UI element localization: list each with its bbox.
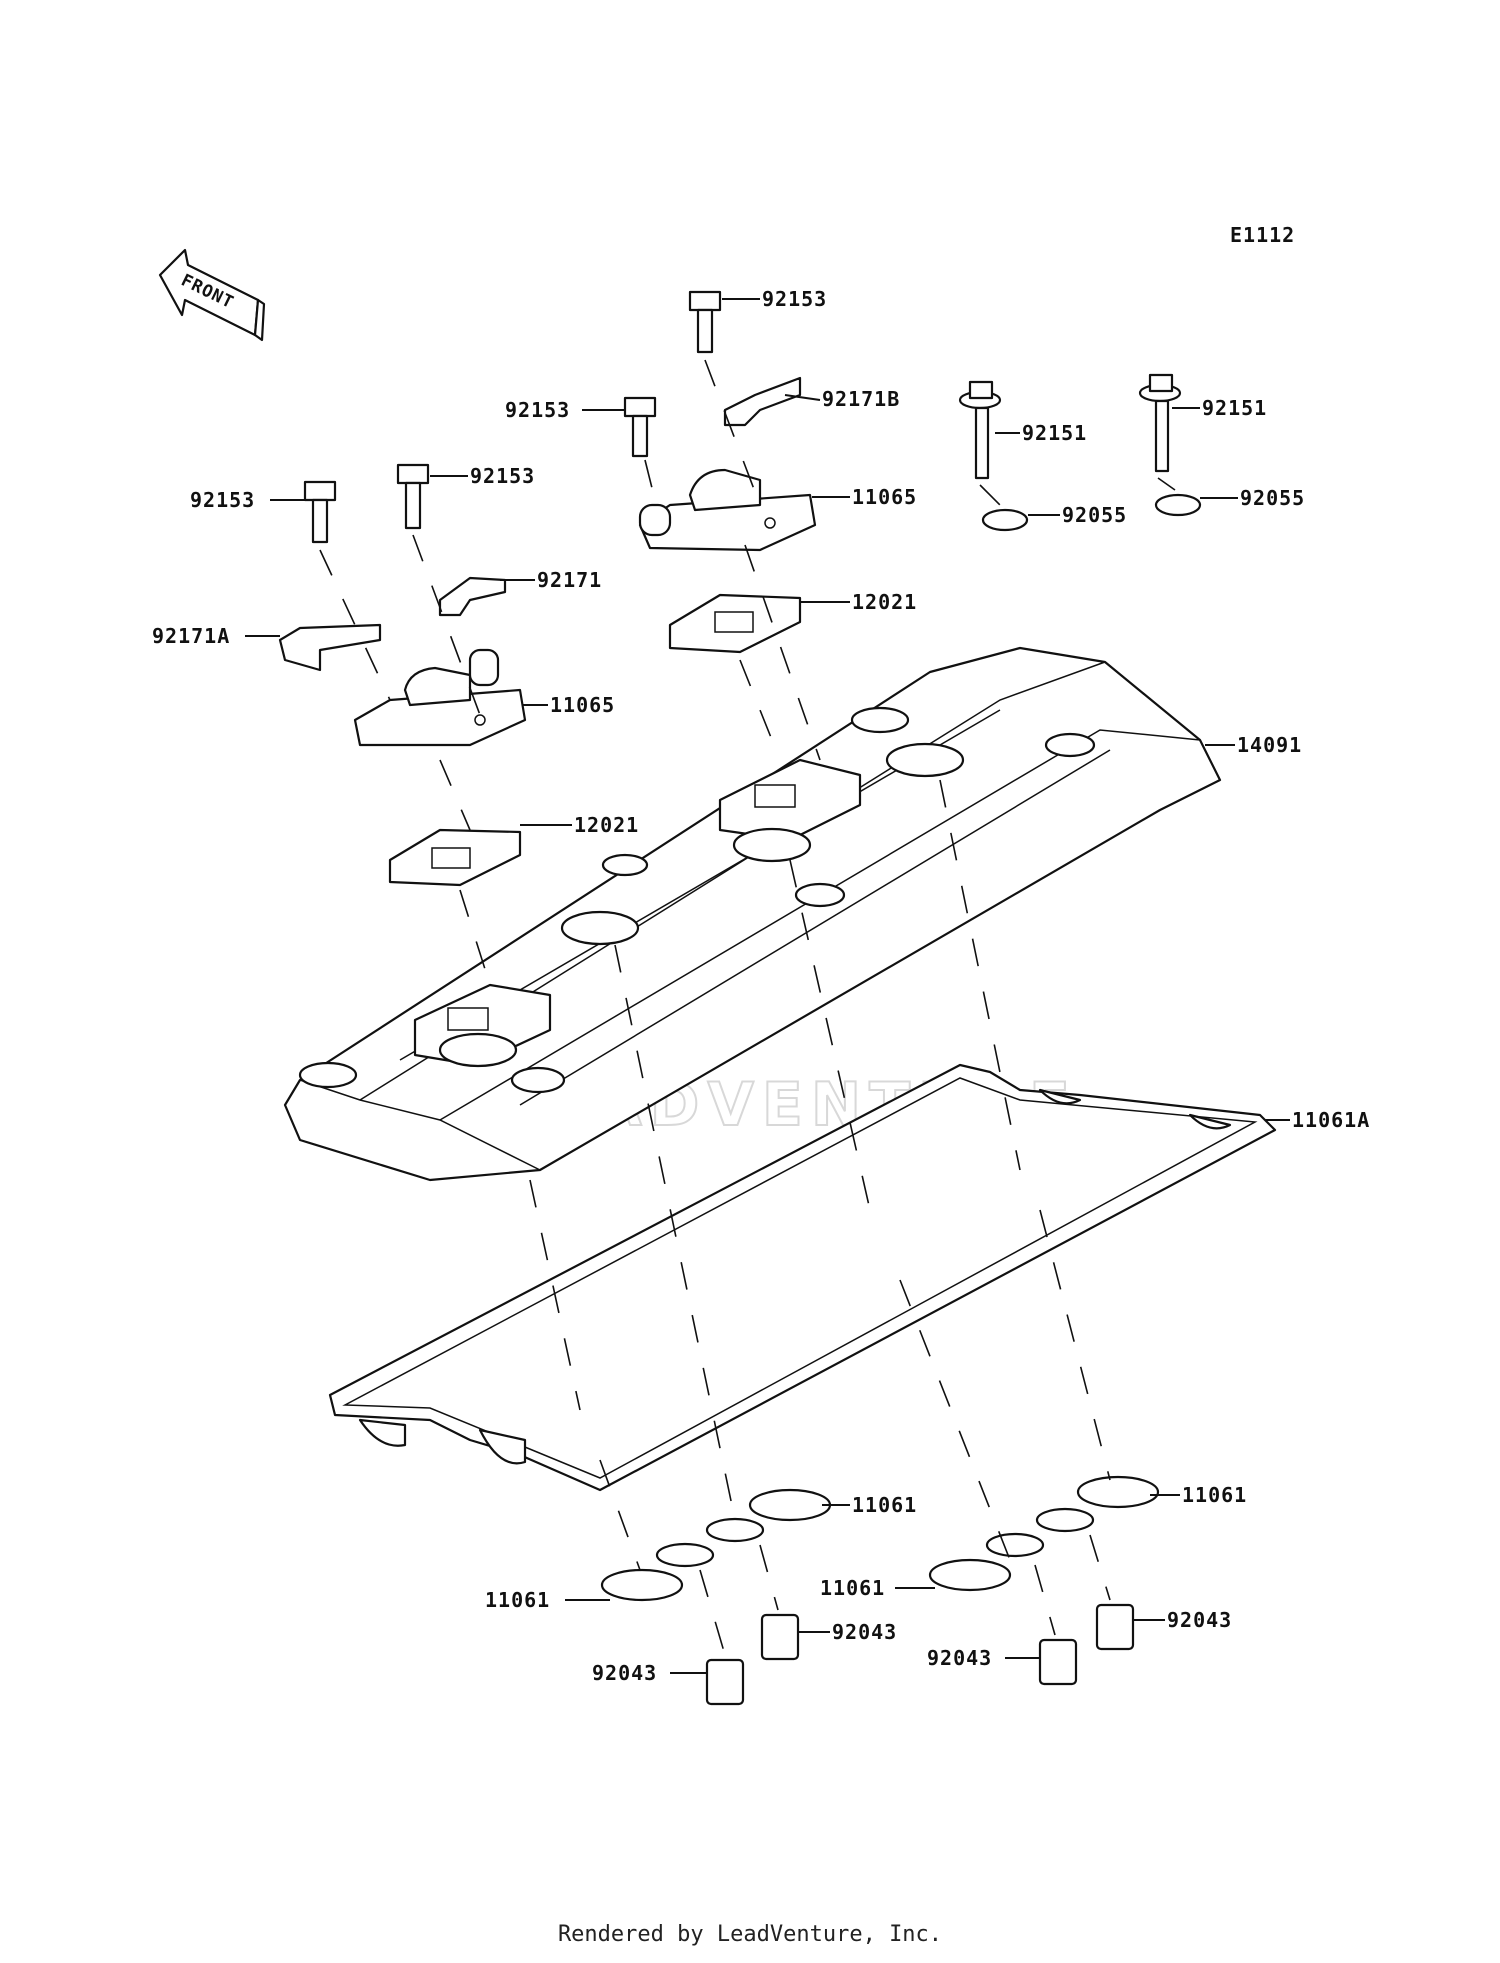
assembly-lines: [319, 359, 1176, 1656]
callout-92171: 92171: [537, 568, 602, 592]
callout-labels: 92153 92171B 92153 92151 92151 92153 921…: [152, 287, 1370, 1685]
callout-92171a: 92171A: [152, 624, 230, 648]
callout-11061-r: 11061: [1182, 1483, 1247, 1507]
seal-11061-l-part: [600, 1542, 715, 1602]
callout-92153-mid: 92153: [505, 398, 570, 422]
washer-92055-a-part: [981, 508, 1029, 532]
bolt-92151-b-part: [1138, 373, 1182, 473]
coil-gasket-top-part: [668, 593, 802, 654]
callout-92055-b: 92055: [1240, 486, 1305, 510]
callout-92055-a: 92055: [1062, 503, 1127, 527]
coil-cover-left-part: [353, 648, 527, 747]
callout-92151-a: 92151: [1022, 421, 1087, 445]
sleeve-92043-l-part: [705, 1658, 745, 1706]
bolt-92153-left-part: [303, 480, 337, 544]
bolt-92153-mid-part: [623, 396, 657, 458]
cylinder-head-cover-part: [283, 646, 1222, 1182]
callout-92043-m: 92043: [832, 1620, 897, 1644]
seal-11061-mr-part: [928, 1532, 1045, 1592]
callout-11061-m: 11061: [852, 1493, 917, 1517]
callout-92171b: 92171B: [822, 387, 900, 411]
footer-credit: Rendered by LeadVenture, Inc.: [557, 1922, 943, 1947]
callout-12021-top: 12021: [852, 590, 917, 614]
leader-lines: [245, 298, 1290, 1674]
callout-92153-left: 92153: [190, 488, 255, 512]
coil-cover-top-part: [638, 468, 817, 552]
front-arrow-icon: FRONT: [158, 248, 266, 342]
sleeve-92043-mr-part: [1038, 1638, 1078, 1686]
bracket-92171b-part: [723, 376, 802, 427]
callout-12021-left: 12021: [574, 813, 639, 837]
seal-11061-m-part: [705, 1488, 832, 1543]
head-cover-gasket-part: [328, 1063, 1277, 1492]
callout-92043-r: 92043: [1167, 1608, 1232, 1632]
callout-11065-top: 11065: [852, 485, 917, 509]
washer-92055-b-part: [1154, 493, 1202, 517]
bolt-92153-left2-part: [396, 463, 430, 530]
sleeve-92043-m-part: [760, 1613, 800, 1661]
sleeve-92043-r-part: [1095, 1603, 1135, 1651]
callout-92151-b: 92151: [1202, 396, 1267, 420]
callout-11061-l: 11061: [485, 1588, 550, 1612]
bracket-92171a-part: [278, 623, 382, 672]
bolt-92153-top-part: [688, 290, 722, 354]
callout-92153-top: 92153: [762, 287, 827, 311]
callout-11061-mr: 11061: [820, 1576, 885, 1600]
bolt-92151-a-part: [958, 380, 1002, 480]
callout-92043-mr: 92043: [927, 1646, 992, 1670]
callout-92153-left2: 92153: [470, 464, 535, 488]
diagram-code: E1112: [1230, 223, 1295, 247]
callout-14091: 14091: [1237, 733, 1302, 757]
bracket-92171-part: [438, 576, 507, 617]
callout-92043-l: 92043: [592, 1661, 657, 1685]
callout-11065-left: 11065: [550, 693, 615, 717]
seal-11061-r-part: [1035, 1475, 1160, 1533]
callout-11061a: 11061A: [1292, 1108, 1370, 1132]
coil-gasket-left-part: [388, 828, 522, 887]
